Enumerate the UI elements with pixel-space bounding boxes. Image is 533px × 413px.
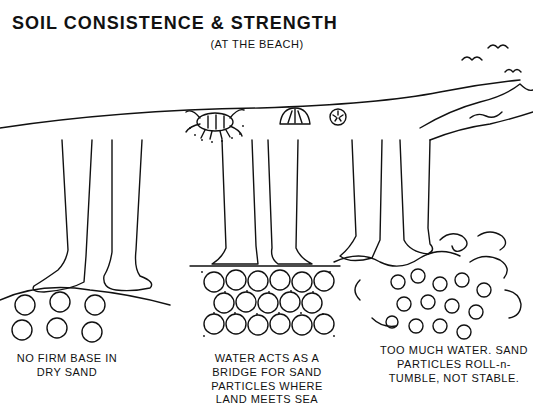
loose-sand-particles [386, 269, 491, 339]
water-swirls [334, 232, 521, 326]
lobster [186, 110, 244, 139]
legs-wet-sand [190, 140, 340, 266]
water-dots [201, 271, 335, 337]
diagram-title: SOIL CONSISTENCE & STRENGTH [12, 12, 338, 35]
dry-sand-note: NO FIRM BASE IN DRY SAND [8, 352, 126, 380]
sand-dollar [330, 109, 346, 125]
too-wet-note: TOO MUCH WATER. SAND PARTICLES ROLL-n-TU… [380, 344, 528, 385]
wet-sand-note: WATER ACTS AS A BRIDGE FOR SAND PARTICLE… [196, 352, 338, 407]
wave [420, 84, 533, 128]
sand-dots [189, 125, 244, 143]
seagull [505, 70, 521, 73]
seagull [462, 57, 482, 60]
legs-too-wet [340, 140, 433, 261]
legs-dry-sand [0, 140, 170, 305]
wave [430, 112, 533, 140]
dune-line [0, 80, 520, 128]
seagull [488, 45, 508, 48]
wave [470, 112, 502, 118]
subtitle: (AT THE BEACH) [192, 38, 322, 52]
shell [280, 108, 310, 124]
wet-sand-particles [204, 270, 334, 335]
dry-sand-particles [12, 292, 105, 342]
